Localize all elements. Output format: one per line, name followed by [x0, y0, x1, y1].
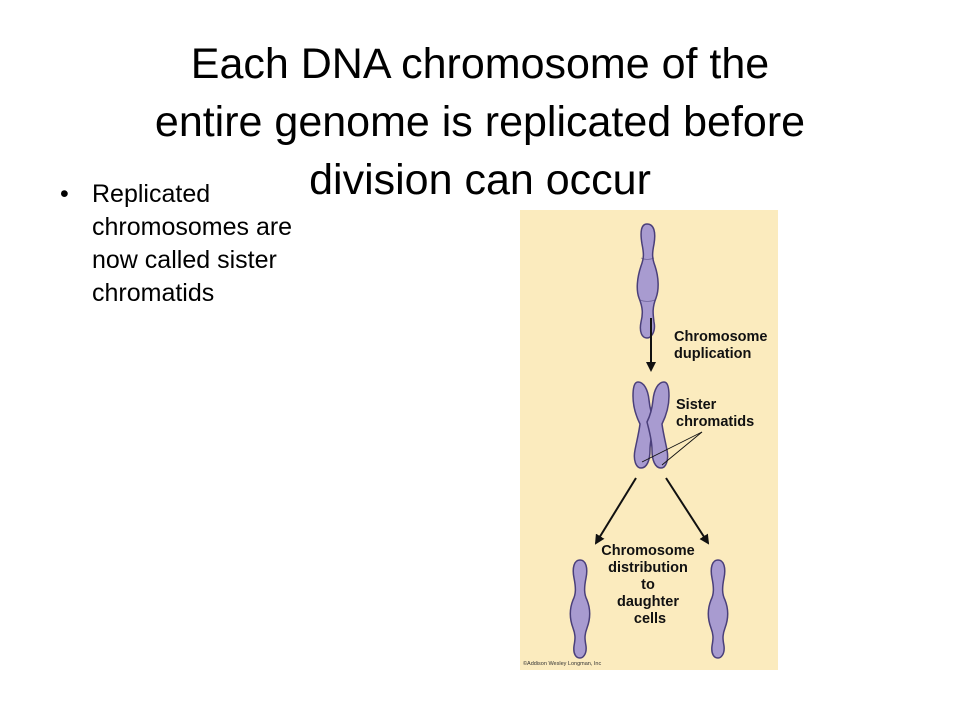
distribution-label-line-2: distribution [608, 560, 688, 576]
left-distribution-arrow-icon [594, 477, 637, 545]
figure-svg: Chromosome duplication Sister chromatids… [520, 210, 778, 670]
title-line-2: entire genome is replicated before [154, 97, 806, 146]
bullet-line-2: chromosomes are [92, 213, 293, 241]
figure-credit: ©Addison Wesley Longman, Inc [523, 660, 601, 667]
bullet-text: Replicated chromosomes are now called si… [92, 178, 418, 310]
bullet-line-1: Replicated [92, 180, 211, 208]
slide-title: Each DNA chromosome of the entire genome… [40, 35, 920, 209]
title-line-3: division can occur [309, 155, 651, 204]
distribution-label-line-3: to [641, 577, 655, 593]
distribution-label-line-4: daughter [617, 594, 679, 610]
duplication-label-line-2: duplication [674, 346, 751, 362]
chromosome-duplication-figure: Chromosome duplication Sister chromatids… [520, 210, 778, 670]
bullet-list: • Replicated chromosomes are now called … [58, 178, 418, 310]
right-distribution-arrow-icon [665, 477, 710, 545]
duplication-label-line-1: Chromosome [674, 329, 767, 345]
distribution-label-line-5: cells [634, 611, 666, 627]
single-chromosome-icon [636, 223, 659, 339]
right-daughter-chromosome-icon [707, 559, 729, 659]
distribution-label-line-1: Chromosome [601, 543, 694, 559]
distribution-label: Chromosome distribution to daughter cell… [601, 543, 699, 627]
bullet-icon: • [60, 180, 69, 208]
sister-label-line-1: Sister [676, 397, 717, 413]
title-line-1: Each DNA chromosome of the [190, 39, 770, 88]
sister-label-line-2: chromatids [676, 414, 754, 430]
bullet-item: • Replicated chromosomes are now called … [58, 178, 418, 310]
left-daughter-chromosome-icon [569, 559, 591, 659]
sister-chromatids-icon [632, 381, 670, 469]
sister-chromatids-label: Sister chromatids [676, 397, 754, 430]
bullet-line-3: now called sister [92, 246, 277, 274]
duplication-label: Chromosome duplication [674, 329, 772, 362]
bullet-line-4: chromatids [92, 279, 215, 307]
